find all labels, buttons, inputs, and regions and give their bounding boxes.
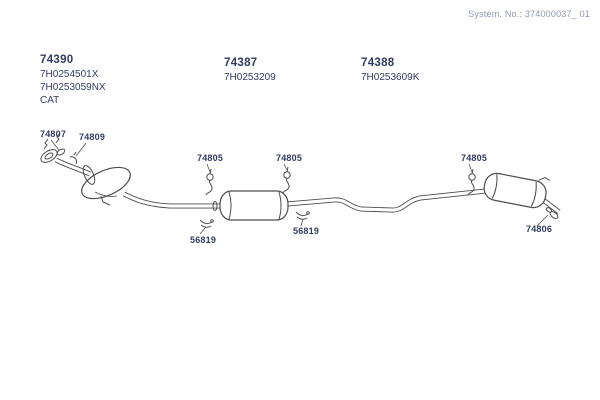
callout-74809: 74809 <box>79 132 106 142</box>
front-gasket <box>56 148 66 156</box>
clamp-icon <box>199 219 214 228</box>
clamp-icon <box>295 211 310 220</box>
assembly-label-74390: 74390 7H0254501X 7H0253059NX CAT <box>40 54 106 107</box>
leader-lines <box>50 139 549 235</box>
assembly-label-74388: 74388 7H0253609K <box>361 57 419 84</box>
flange-bolt-icon <box>43 138 49 150</box>
callout-56819-1: 56819 <box>190 235 217 245</box>
front-clamp-bolt <box>73 151 77 156</box>
assembly-ref: CAT <box>40 95 60 106</box>
hanger-icon <box>467 168 476 196</box>
rear-muffler-drawing <box>483 172 550 209</box>
assembly-ref: 7H0253209 <box>224 72 276 83</box>
assembly-part-number: 74387 <box>224 57 258 69</box>
leader-line <box>468 163 473 173</box>
leader-line <box>50 139 60 151</box>
exhaust-pipes <box>54 157 561 214</box>
flange-ring-inner <box>44 152 54 160</box>
assembly-ref: 7H0253059NX <box>40 82 106 93</box>
flange-bolt-icon <box>55 132 61 144</box>
rear-muffler-tab <box>538 176 550 181</box>
system-number: System. No.: 374000037_ 01 <box>468 9 590 19</box>
hanger-drawings <box>205 166 476 196</box>
callout-74805-2: 74805 <box>276 153 303 163</box>
hanger-icon <box>282 166 291 194</box>
callout-74807: 74807 <box>40 129 67 139</box>
assembly-label-74387: 74387 7H0253209 <box>224 57 276 84</box>
middle-muffler-drawing <box>212 190 289 221</box>
cat-bracket <box>100 195 111 206</box>
flange-ring <box>40 149 58 163</box>
leader-line <box>206 163 211 173</box>
callout-74805-3: 74805 <box>461 153 488 163</box>
callout-56819-2: 56819 <box>293 226 320 236</box>
leader-line <box>536 214 549 227</box>
assembly-part-number: 74388 <box>361 57 395 69</box>
callout-74805-1: 74805 <box>197 153 224 163</box>
catalytic-converter-drawing <box>81 165 131 206</box>
leader-line <box>283 163 288 171</box>
muffler-inlet-seam <box>212 201 218 211</box>
leader-line <box>75 142 87 157</box>
assembly-part-number: 74390 <box>40 54 74 66</box>
assembly-ref: 7H0254501X <box>40 69 99 80</box>
assembly-ref: 7H0253609K <box>361 72 420 83</box>
callout-74806: 74806 <box>526 224 553 234</box>
leader-line <box>199 226 207 235</box>
front-clamp <box>69 156 77 165</box>
hanger-icon <box>205 168 214 196</box>
leader-line <box>300 218 304 227</box>
tailpipe-tip-drawing <box>545 207 559 219</box>
front-flange-drawing <box>40 132 77 165</box>
